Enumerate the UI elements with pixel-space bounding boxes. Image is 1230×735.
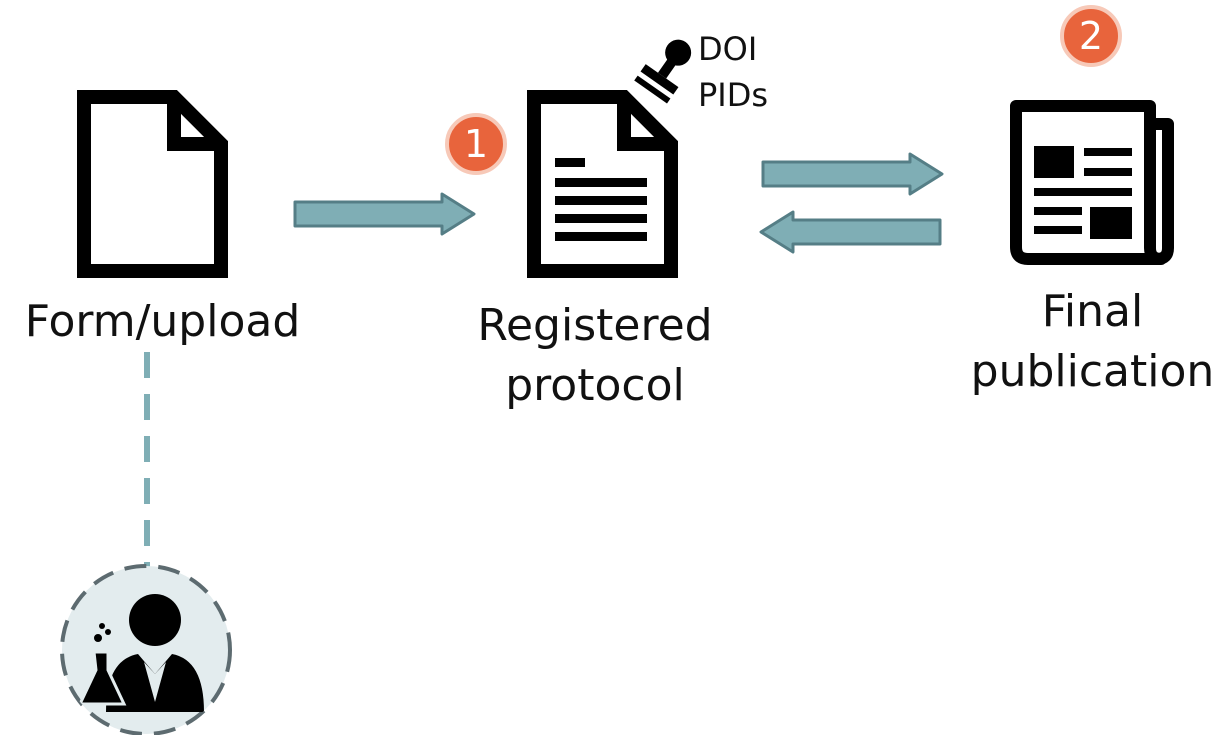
step-badge-2-number: 2 [1078, 14, 1104, 58]
step-badge-2: 2 [1060, 5, 1122, 67]
registered-protocol-line2: protocol [505, 360, 685, 411]
step-badge-1-number: 1 [463, 122, 489, 166]
step-badge-1: 1 [445, 113, 507, 175]
final-publication-line2: publication [970, 346, 1215, 397]
stamp-text-doi: DOI [698, 30, 758, 68]
dashed-connector-line [144, 352, 150, 568]
stamp-text: DOI PIDs [698, 26, 768, 118]
text-document-icon [527, 90, 678, 278]
blank-document-icon [77, 90, 228, 278]
form-upload-label: Form/upload [10, 292, 315, 352]
final-publication-line1: Final [1041, 286, 1144, 337]
arrow-final-to-registered [759, 210, 942, 254]
scientist-icon [60, 564, 232, 735]
arrow-form-to-registered [293, 192, 476, 236]
arrow-registered-to-final [761, 152, 944, 196]
form-upload-label-text: Form/upload [24, 296, 301, 347]
final-publication-label: Final publication [960, 282, 1225, 402]
stamp-text-pids: PIDs [698, 76, 769, 114]
stamp-icon [634, 39, 692, 104]
registered-protocol-line1: Registered [477, 300, 713, 351]
newspaper-icon [1010, 100, 1174, 265]
registered-protocol-label: Registered protocol [455, 296, 735, 416]
